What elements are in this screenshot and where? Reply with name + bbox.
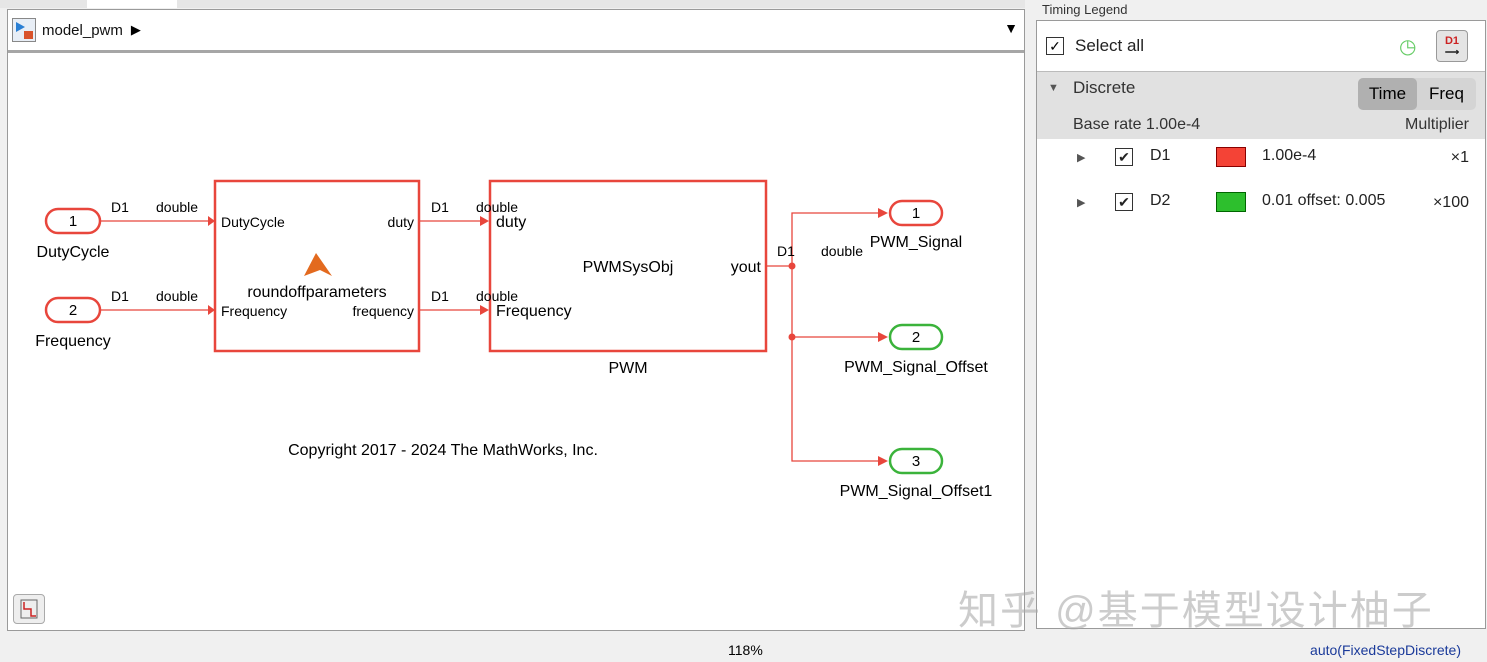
model-icon: [12, 18, 36, 42]
legend-row-d2[interactable]: ▶ ✔ D2 0.01 offset: 0.005 ×100: [1037, 184, 1485, 229]
svg-text:double: double: [821, 243, 863, 259]
svg-text:1: 1: [912, 205, 920, 222]
signal-labels: D1 double D1 double D1 double D1 double D1 do…: [111, 199, 863, 304]
svg-text:duty: duty: [388, 214, 414, 230]
svg-text:2: 2: [912, 329, 920, 346]
annotation-toggle-icon[interactable]: D1⟶: [1436, 30, 1468, 62]
svg-text:D1: D1: [111, 288, 129, 304]
svg-text:D1: D1: [111, 199, 129, 215]
svg-text:3: 3: [912, 453, 920, 470]
status-bar: 118% auto(FixedStepDiscrete): [0, 636, 1487, 662]
block-roundoffparameters[interactable]: DutyCycle Frequency duty frequency round…: [213, 179, 421, 353]
clock-edit-icon[interactable]: ◷: [1399, 36, 1417, 58]
svg-text:PWM_Signal_Offset1: PWM_Signal_Offset1: [840, 483, 993, 500]
rate-multiplier: ×1: [1450, 149, 1469, 166]
block-pwm[interactable]: duty Frequency yout PWMSysObj PWM: [488, 179, 768, 377]
svg-text:PWM_Signal_Offset: PWM_Signal_Offset: [844, 359, 988, 376]
breadcrumb-model[interactable]: model_pwm: [42, 21, 123, 39]
svg-text:D1: D1: [777, 243, 795, 259]
svg-text:PWM_Signal: PWM_Signal: [870, 234, 962, 251]
svg-text:Frequency: Frequency: [35, 333, 111, 350]
svg-text:PWM: PWM: [608, 360, 647, 377]
expand-icon[interactable]: ▶: [1077, 197, 1086, 209]
rate-name: D2: [1150, 192, 1171, 209]
breadcrumb: model_pwm ▶ ▼: [8, 10, 1024, 53]
svg-text:double: double: [476, 199, 518, 215]
time-toggle[interactable]: Time: [1358, 78, 1417, 110]
select-all-checkbox[interactable]: ✓: [1046, 37, 1064, 55]
breadcrumb-arrow-icon[interactable]: ▶: [130, 22, 141, 37]
svg-text:double: double: [156, 199, 198, 215]
tab-model[interactable]: [87, 0, 177, 8]
svg-text:D1: D1: [431, 199, 449, 215]
expand-icon[interactable]: ▶: [1077, 152, 1086, 164]
svg-text:Frequency: Frequency: [221, 303, 287, 319]
legend-row-d1[interactable]: ▶ ✔ D1 1.00e-4 ×1: [1037, 139, 1485, 184]
svg-text:double: double: [476, 288, 518, 304]
sample-time-display-button[interactable]: [13, 594, 45, 624]
tab-strip: [0, 0, 1025, 8]
svg-text:Frequency: Frequency: [496, 303, 572, 320]
color-swatch: [1216, 147, 1246, 167]
timing-legend-panel: ✓ Select all ◷ D1⟶ ▼ Discrete Time Freq …: [1036, 20, 1486, 629]
rate-multiplier: ×100: [1432, 194, 1469, 211]
svg-text:roundoffparameters: roundoffparameters: [247, 284, 386, 301]
discrete-group: ▼ Discrete Time Freq Base rate 1.00e-4 M…: [1037, 72, 1485, 139]
rate-value: 0.01 offset: 0.005: [1262, 192, 1386, 209]
rate-value: 1.00e-4: [1262, 147, 1317, 164]
base-rate: Base rate 1.00e-4: [1073, 116, 1201, 133]
zoom-level: 118%: [728, 642, 763, 658]
svg-text:PWMSysObj: PWMSysObj: [583, 259, 674, 276]
svg-text:frequency: frequency: [353, 303, 414, 319]
solver-link[interactable]: auto(FixedStepDiscrete): [1310, 642, 1461, 658]
svg-text:duty: duty: [496, 214, 526, 231]
svg-text:double: double: [156, 288, 198, 304]
matlab-function-icon: [304, 253, 332, 276]
copyright-text: Copyright 2017 - 2024 The MathWorks, Inc…: [288, 442, 598, 459]
group-label: Discrete: [1073, 78, 1136, 97]
svg-text:2: 2: [69, 302, 77, 319]
svg-text:1: 1: [69, 213, 77, 230]
row-checkbox[interactable]: ✔: [1115, 148, 1133, 166]
svg-text:DutyCycle: DutyCycle: [221, 214, 285, 230]
panel-title: Timing Legend: [1042, 2, 1128, 17]
dropdown-icon[interactable]: ▼: [1004, 20, 1018, 36]
freq-toggle[interactable]: Freq: [1429, 84, 1464, 103]
multiplier-header: Multiplier: [1404, 116, 1469, 133]
svg-text:yout: yout: [731, 259, 762, 276]
select-all-label: Select all: [1075, 36, 1144, 55]
svg-text:D1: D1: [431, 288, 449, 304]
collapse-icon[interactable]: ▼: [1048, 82, 1059, 94]
watermark: 知乎 @基于模型设计柚子: [958, 589, 1434, 633]
color-swatch: [1216, 192, 1246, 212]
rate-name: D1: [1150, 147, 1171, 164]
svg-text:DutyCycle: DutyCycle: [37, 244, 110, 261]
row-checkbox[interactable]: ✔: [1115, 193, 1133, 211]
